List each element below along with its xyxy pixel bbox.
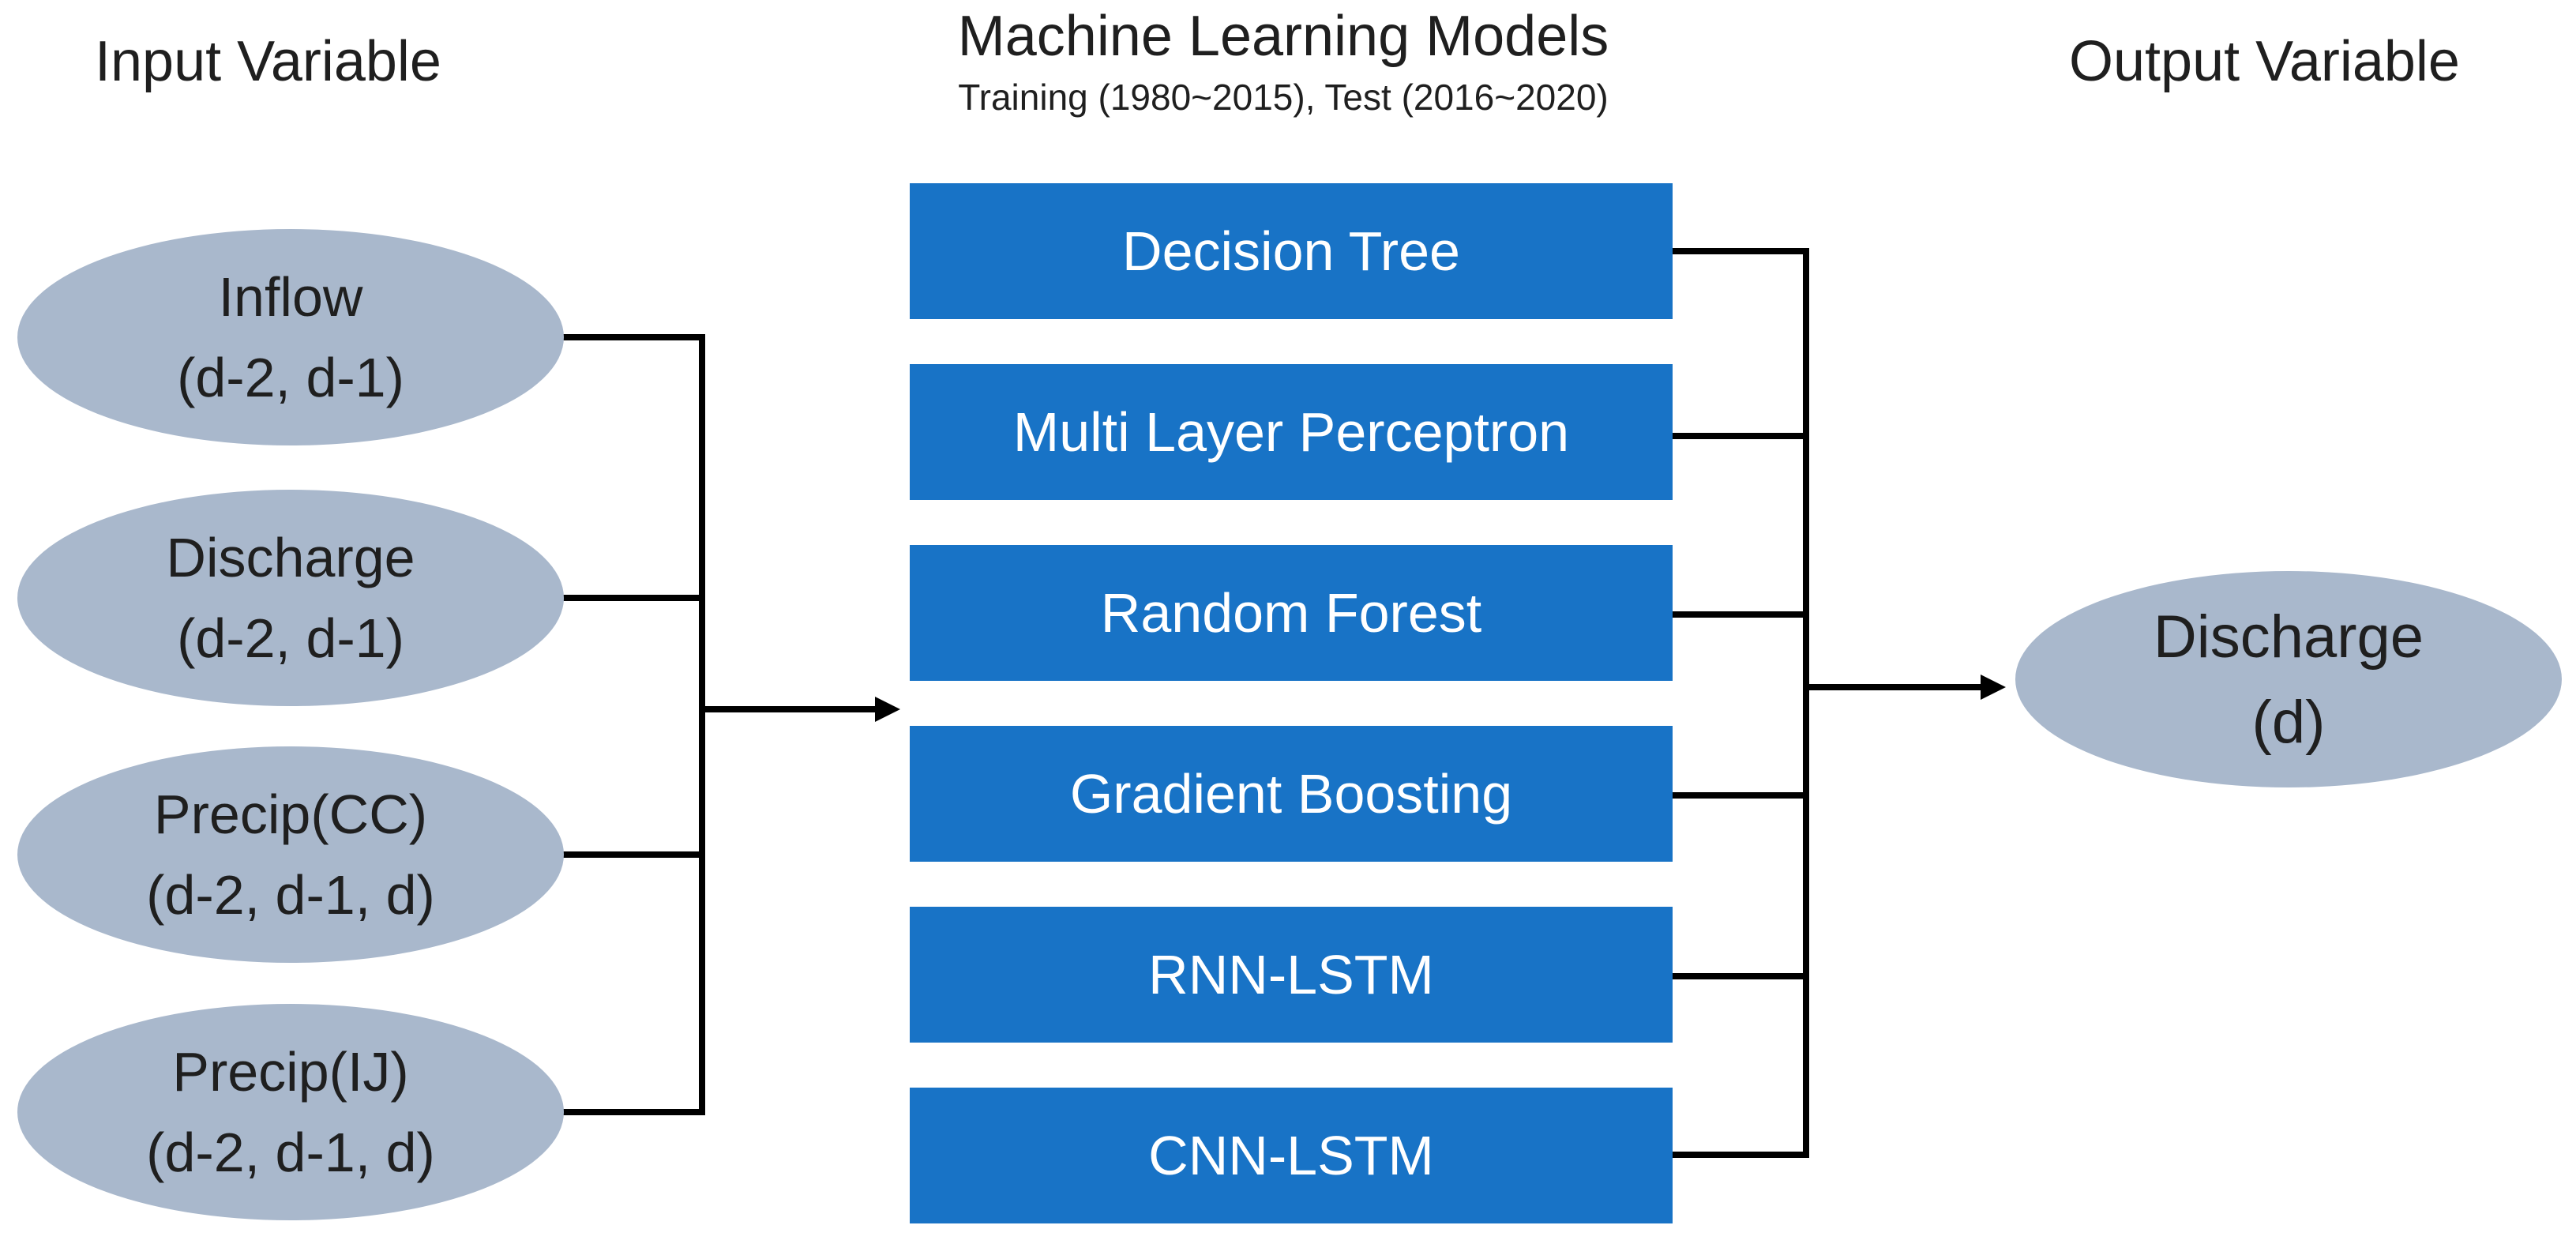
input-node: Precip(CC) (d-2, d-1, d) (17, 746, 564, 963)
input-lags: (d-2, d-1) (177, 607, 404, 669)
input-ellipse (17, 490, 564, 706)
model-box: CNN-LSTM (910, 1088, 1673, 1223)
output-variable-heading: Output Variable (2069, 30, 2460, 93)
input-lags: (d-2, d-1, d) (146, 1122, 435, 1183)
model-box: Multi Layer Perceptron (910, 364, 1673, 500)
model-box: Decision Tree (910, 183, 1673, 319)
input-node: Inflow (d-2, d-1) (17, 229, 564, 445)
input-name: Precip(CC) (154, 784, 427, 845)
model-rect (910, 364, 1673, 500)
model-label: Random Forest (1101, 582, 1481, 644)
model-label: Gradient Boosting (1070, 763, 1512, 825)
model-label: CNN-LSTM (1148, 1125, 1434, 1186)
input-lags: (d-2, d-1) (177, 347, 404, 408)
model-box: RNN-LSTM (910, 907, 1673, 1043)
output-node: Discharge (d) (2015, 571, 2562, 787)
model-rect (910, 183, 1673, 319)
input-arrowhead-icon (875, 697, 900, 722)
input-variable-heading: Input Variable (95, 30, 441, 93)
input-lags: (d-2, d-1, d) (146, 864, 435, 926)
model-label: Multi Layer Perceptron (1013, 401, 1569, 463)
model-rect (910, 726, 1673, 862)
models-period-subheading: Training (1980~2015), Test (2016~2020) (958, 77, 1609, 118)
model-box: Gradient Boosting (910, 726, 1673, 862)
model-label: RNN-LSTM (1148, 944, 1434, 1005)
model-rect (910, 545, 1673, 681)
input-name: Discharge (166, 527, 415, 588)
model-rect (910, 907, 1673, 1043)
output-arrowhead-icon (1981, 675, 2006, 700)
input-node: Precip(IJ) (d-2, d-1, d) (17, 1004, 564, 1220)
model-rect (910, 1088, 1673, 1223)
input-name: Precip(IJ) (172, 1041, 408, 1103)
output-name: Discharge (2154, 603, 2424, 671)
models-heading: Machine Learning Models (957, 5, 1609, 68)
connectors (562, 248, 1986, 1158)
model-box: Random Forest (910, 545, 1673, 681)
output-ellipse (2015, 571, 2562, 787)
input-ellipse (17, 229, 564, 445)
input-node: Discharge (d-2, d-1) (17, 490, 564, 706)
input-ellipse (17, 746, 564, 963)
input-ellipse (17, 1004, 564, 1220)
output-lags: (d) (2252, 689, 2326, 756)
model-label: Decision Tree (1122, 220, 1460, 282)
input-name: Inflow (219, 266, 363, 328)
